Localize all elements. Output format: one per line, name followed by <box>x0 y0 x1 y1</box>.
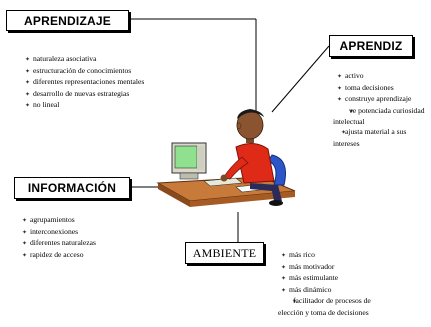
aprendiz-list: ✦activo ✦toma decisiones ✦construye apre… <box>333 71 429 148</box>
sparkle-bullet-icon: ✦ <box>25 103 31 110</box>
list-item: ✦activo <box>333 71 429 83</box>
sparkle-bullet-icon: ✦ <box>341 129 347 136</box>
list-item: ✦agrupamientos <box>22 215 96 227</box>
list-item: ✦interconexiones <box>22 227 96 239</box>
list-item: ✦más estimulante <box>278 273 398 285</box>
aprendiz-title-box: APRENDIZ <box>329 35 413 57</box>
list-item: ✦más rico <box>278 250 398 262</box>
sparkle-bullet-icon: ✦ <box>25 80 31 87</box>
list-item: ✦diferentes representaciones mentales <box>25 77 144 89</box>
aprendizaje-list: ✦naturaleza asociativa ✦estructuración d… <box>25 54 144 112</box>
list-item: ✦rapidez de acceso <box>22 250 96 262</box>
sparkle-bullet-icon: ✦ <box>281 264 287 271</box>
aprendizaje-title: APRENDIZAJE <box>24 13 111 28</box>
list-item: ✦toma decisiones <box>333 83 429 95</box>
sparkle-bullet-icon: ✦ <box>337 85 343 92</box>
list-item: ✦naturaleza asociativa <box>25 54 144 66</box>
student-at-computer-illustration <box>156 109 296 207</box>
list-item: ✦ve potenciada curiosidad intelectual <box>333 105 425 127</box>
sparkle-bullet-icon: ✦ <box>281 287 287 294</box>
sparkle-bullet-icon: ✦ <box>25 91 31 98</box>
informacion-title-box: INFORMACIÓN <box>14 177 130 199</box>
sparkle-bullet-icon: ✦ <box>25 68 31 75</box>
ambiente-title-box: AMBIENTE <box>185 242 264 264</box>
aprendiz-title: APRENDIZ <box>339 39 403 53</box>
list-item: ✦ajusta material a sus intereses <box>333 126 407 148</box>
informacion-title: INFORMACIÓN <box>27 181 117 195</box>
list-item: ✦estructuración de conocimientos <box>25 66 144 78</box>
ambiente-title: AMBIENTE <box>192 245 257 260</box>
list-item: ✦más motivador <box>278 262 398 274</box>
sparkle-bullet-icon: ✦ <box>22 241 28 248</box>
sparkle-bullet-icon: ✦ <box>281 276 287 283</box>
aprendizaje-title-box: APRENDIZAJE <box>6 10 129 31</box>
list-item: ✦no lineal <box>25 100 144 112</box>
sparkle-bullet-icon: ✦ <box>281 253 287 259</box>
list-item: ✦más dinámico <box>278 285 398 297</box>
list-item: ✦construye aprendizaje <box>333 94 429 106</box>
sparkle-bullet-icon: ✦ <box>22 252 28 259</box>
ambiente-list: ✦más rico ✦más motivador ✦más estimulant… <box>278 250 398 318</box>
sparkle-bullet-icon: ✦ <box>25 57 31 63</box>
sparkle-bullet-icon: ✦ <box>349 108 355 115</box>
list-item: ✦facilitador de procesos de elección y t… <box>278 296 371 317</box>
list-item: ✦desarrollo de nuevas estrategias <box>25 89 144 101</box>
sparkle-bullet-icon: ✦ <box>22 229 28 236</box>
sparkle-bullet-icon: ✦ <box>292 299 298 306</box>
sparkle-bullet-icon: ✦ <box>337 97 343 104</box>
informacion-list: ✦agrupamientos ✦interconexiones ✦diferen… <box>22 215 96 261</box>
sparkle-bullet-icon: ✦ <box>337 74 343 80</box>
sparkle-bullet-icon: ✦ <box>22 218 28 224</box>
list-item: ✦diferentes naturalezas <box>22 238 96 250</box>
